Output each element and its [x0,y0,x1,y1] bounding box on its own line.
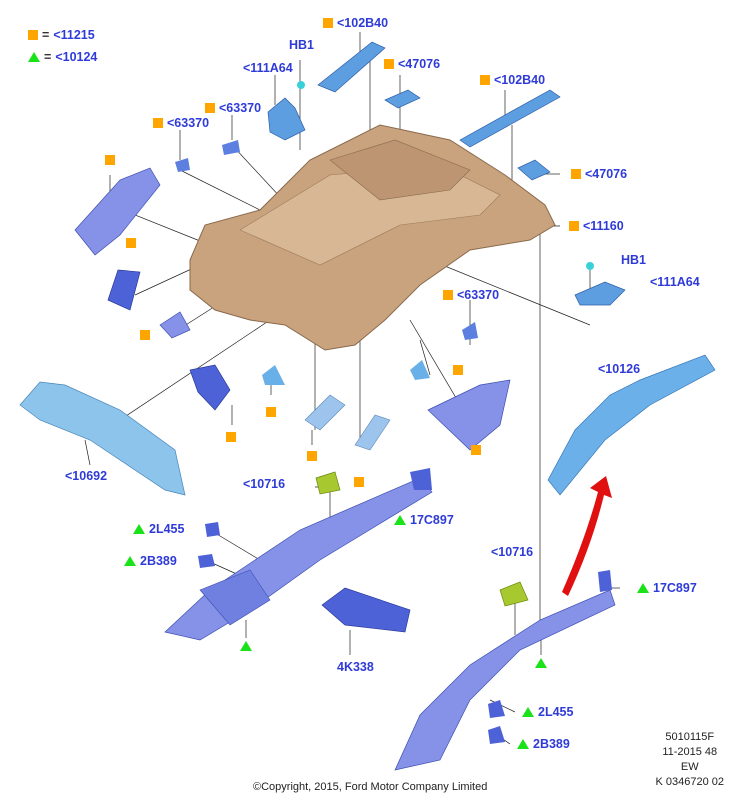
triangle-icon [133,524,145,534]
square-icon [480,75,490,85]
callout[interactable]: 17C897 [637,581,697,595]
legend-triangle: =<10124 [28,50,97,64]
square-icon [153,118,163,128]
triangle-icon [517,739,529,749]
callout[interactable]: <11160 [569,219,624,233]
direction-arrow [562,476,612,596]
part-47076-upper [384,89,421,109]
square-icon [226,432,236,442]
right-rear-frame-rail [394,589,616,771]
triangle-icon [124,556,136,566]
triangle-icon [394,515,406,525]
callout[interactable]: <47076 [571,167,627,181]
square-icon [453,365,463,375]
callout[interactable]: <111A64 [650,275,700,289]
part-4k338 [321,587,411,633]
part-10716-right [499,581,529,607]
callout[interactable]: <102B40 [323,16,388,30]
square-icon [384,59,394,69]
square-icon [354,477,364,487]
callout[interactable]: 4K338 [337,660,374,674]
part-10716-left [315,471,341,495]
square-icon [443,290,453,300]
callout[interactable]: <10692 [65,469,108,483]
square-icon [205,103,215,113]
square-icon [140,330,150,340]
document-codes: 5010115F 11-2015 48 EW K 0346720 02 [655,731,724,788]
callout[interactable]: 2L455 [133,522,184,536]
callout[interactable]: HB1 [621,253,647,267]
callout[interactable]: <102B40 [480,73,545,87]
triangle-icon [240,641,252,651]
callout[interactable]: <47076 [384,57,440,71]
callout[interactable]: 2B389 [124,554,177,568]
callout[interactable]: 2L455 [522,705,573,719]
triangle-icon [535,658,547,668]
hb1-clip-right [586,262,594,270]
part-111a64-right [574,281,626,306]
callout[interactable]: <10716 [491,545,534,559]
callout[interactable]: 2B389 [517,737,570,751]
part-111a64-left [267,97,306,141]
callout[interactable]: 17C897 [394,513,454,527]
square-icon [126,238,136,248]
legend-square: =<11215 [28,28,95,42]
hb1-clip-upper [297,81,305,89]
part-10692 [19,381,186,496]
part-102b40-upper [317,41,386,93]
triangle-icon [28,52,40,62]
square-icon [266,407,276,417]
triangle-icon [522,707,534,717]
part-47076-right [517,159,551,181]
square-icon [323,18,333,28]
callout[interactable]: <63370 [205,101,261,115]
square-icon [105,155,115,165]
left-bracket-lower [107,269,141,311]
callout[interactable]: <10716 [243,477,286,491]
triangle-icon [637,583,649,593]
callout[interactable]: <63370 [443,288,499,302]
callout[interactable]: <63370 [153,116,209,130]
part-102b40-right [459,89,561,148]
callout[interactable]: <10126 [598,362,641,376]
part-10126 [547,354,716,496]
square-icon [307,451,317,461]
square-icon [569,221,579,231]
square-icon [28,30,38,40]
left-bracket-upper [74,167,161,256]
callout[interactable]: HB1 [289,38,315,52]
callout[interactable]: <111A64 [243,61,293,75]
copyright: ©Copyright, 2015, Ford Motor Company Lim… [253,781,488,793]
square-icon [571,169,581,179]
square-icon [471,445,481,455]
